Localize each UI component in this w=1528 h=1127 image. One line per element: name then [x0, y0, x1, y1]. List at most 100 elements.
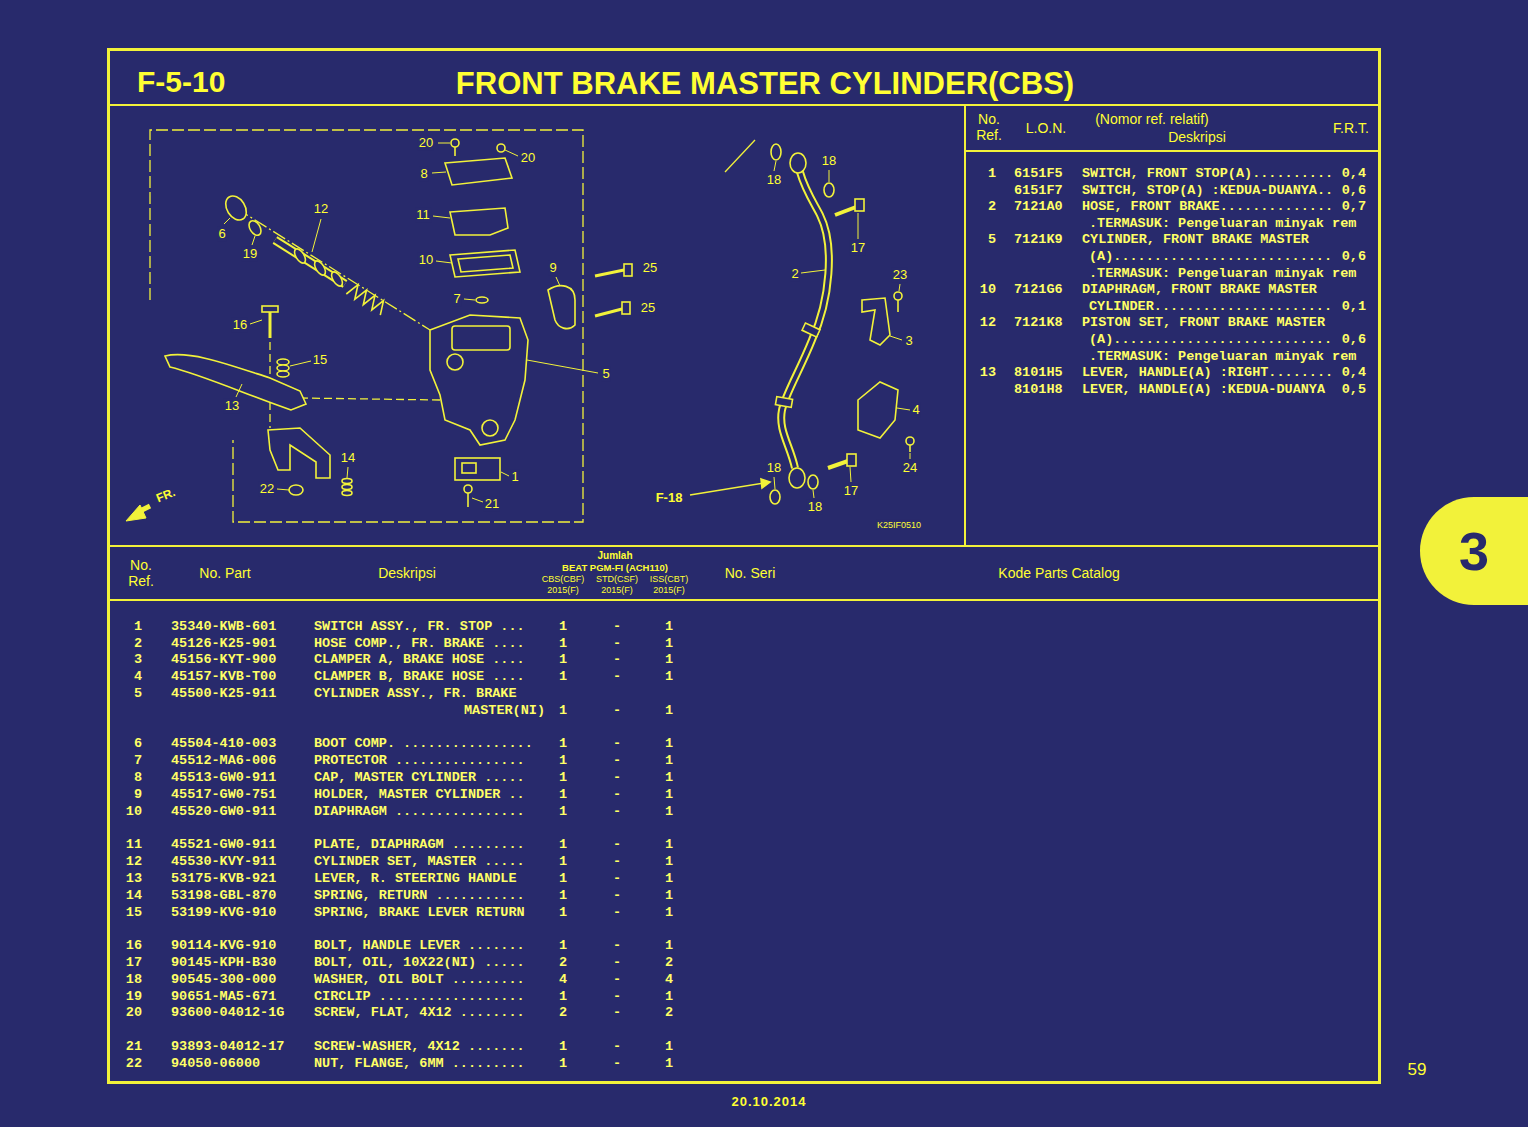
column-header: Deskripsi — [1168, 129, 1226, 145]
lon-code: 6151F7 — [1014, 182, 1063, 197]
frame-grid-part — [964, 105, 966, 546]
callout-number: 9 — [548, 261, 557, 276]
master-cylinder-parts-part — [451, 139, 459, 147]
callout-number: 19 — [242, 247, 258, 262]
column-header: (Nomor ref. relatif) — [1095, 111, 1209, 127]
leader-line-part — [290, 361, 311, 366]
model-year: 2015(F) — [653, 585, 685, 595]
quantity: 1 — [559, 1056, 567, 1071]
frame-grid-part — [108, 599, 1380, 601]
part-description: WASHER, OIL BOLT ......... — [314, 972, 525, 987]
leader-line-part — [774, 161, 776, 171]
callout-number: 24 — [902, 461, 918, 476]
master-cylinder-parts-part — [269, 312, 272, 338]
ref-number: 5 — [988, 232, 996, 247]
front-arrow — [126, 505, 150, 521]
callout-number: 25 — [640, 301, 656, 316]
quantity: 1 — [559, 770, 567, 785]
quantity: 4 — [559, 972, 567, 987]
master-cylinder-parts-part — [445, 158, 512, 185]
work-description: (A)........................... — [1089, 332, 1332, 347]
quantity: 1 — [559, 1039, 567, 1054]
quantity: 1 — [665, 804, 673, 819]
master-cylinder-parts-part — [454, 147, 456, 156]
master-cylinder-parts-part — [329, 270, 344, 288]
frame-grid-part — [965, 150, 1380, 152]
leader-line-part — [236, 384, 242, 397]
leader-line-part — [829, 170, 830, 182]
part-description: BOLT, OIL, 10X22(NI) ..... — [314, 955, 525, 970]
work-description: LEVER, HANDLE(A) :KEDUA-DUANYA — [1082, 381, 1325, 396]
master-cylinder-parts — [165, 139, 632, 507]
callout-number: 21 — [484, 497, 500, 512]
ref-number: 14 — [126, 888, 142, 903]
master-cylinder-parts-part — [292, 247, 307, 265]
leader-line-part — [505, 150, 518, 156]
callout-number: 7 — [452, 292, 461, 307]
drawing-code: K25IF0510 — [877, 520, 921, 530]
callout-number: 13 — [224, 399, 240, 414]
ref-number: 21 — [126, 1039, 142, 1054]
quantity: 1 — [665, 753, 673, 768]
model-year: 2015(F) — [547, 585, 579, 595]
leader-line-part — [224, 218, 230, 224]
work-description: (A)........................... — [1089, 249, 1332, 264]
callout-number: 1 — [510, 470, 519, 485]
part-number: 90651-MA5-671 — [171, 989, 276, 1004]
section-code: F-5-10 — [137, 67, 225, 97]
part-description: NUT, FLANGE, 6MM ......... — [314, 1056, 525, 1071]
leader-line-part — [858, 213, 859, 239]
work-description: SWITCH, FRONT STOP(A).......... — [1082, 166, 1333, 181]
quantity: 1 — [665, 619, 673, 634]
quantity: 2 — [665, 1005, 673, 1020]
callout-number: 6 — [217, 227, 226, 242]
ref-number: 1 — [988, 166, 996, 181]
brake-hose-parts-part — [855, 199, 864, 211]
callout-number: 10 — [418, 253, 434, 268]
column-header: Jumlah — [597, 550, 632, 562]
leader-line-part — [436, 261, 452, 263]
section-number: 3 — [1459, 524, 1489, 578]
leader-line-part — [312, 219, 321, 252]
column-header: No. Ref. — [972, 111, 1006, 143]
brake-hose-parts-part — [897, 300, 899, 312]
part-number: 45521-GW0-911 — [171, 837, 276, 852]
part-description: BOOT COMP. ................ — [314, 736, 533, 751]
master-cylinder-parts-part — [464, 485, 472, 493]
work-description: .TERMASUK: Pengeluaran minyak rem — [1089, 265, 1356, 280]
master-cylinder-parts-part — [467, 493, 469, 507]
quantity: 1 — [559, 703, 567, 718]
part-number: 93893-04012-17 — [171, 1039, 284, 1054]
part-number: 93600-04012-1G — [171, 1005, 284, 1020]
ref-number: 7 — [134, 753, 142, 768]
part-description: HOLDER, MASTER CYLINDER .. — [314, 787, 525, 802]
leader-line-part — [464, 299, 475, 300]
brake-hose-parts-part — [770, 490, 780, 504]
page-title: FRONT BRAKE MASTER CYLINDER(CBS) — [456, 68, 1074, 99]
leader-line-part — [501, 472, 509, 476]
master-cylinder-parts-part — [430, 315, 528, 445]
ref-number: 9 — [134, 787, 142, 802]
leader-line-part — [556, 277, 560, 286]
brake-hose-parts-part — [761, 479, 770, 488]
part-number: 90145-KPH-B30 — [171, 955, 276, 970]
ref-number: 6 — [134, 736, 142, 751]
variant-code: ISS(CBT) — [650, 574, 689, 584]
page-reference: F-18 — [656, 491, 683, 506]
part-number: 53198-GBL-870 — [171, 888, 276, 903]
quantity: - — [613, 854, 621, 869]
part-description: PLATE, DIAPHRAGM ......... — [314, 837, 525, 852]
brake-hose-parts-part — [790, 153, 806, 173]
leader-line-part — [347, 467, 348, 478]
ref-number: 2 — [988, 199, 996, 214]
quantity: - — [613, 905, 621, 920]
part-number: 45517-GW0-751 — [171, 787, 276, 802]
part-description: MASTER(NI) — [464, 703, 545, 718]
part-number: 94050-06000 — [171, 1056, 260, 1071]
leader-line-part — [472, 498, 483, 502]
callout-number: 20 — [520, 151, 536, 166]
ref-number: 12 — [980, 315, 996, 330]
frame-grid-part — [108, 545, 1380, 547]
part-description: LEVER, R. STEERING HANDLE — [314, 871, 517, 886]
callout-number: 8 — [419, 167, 428, 182]
